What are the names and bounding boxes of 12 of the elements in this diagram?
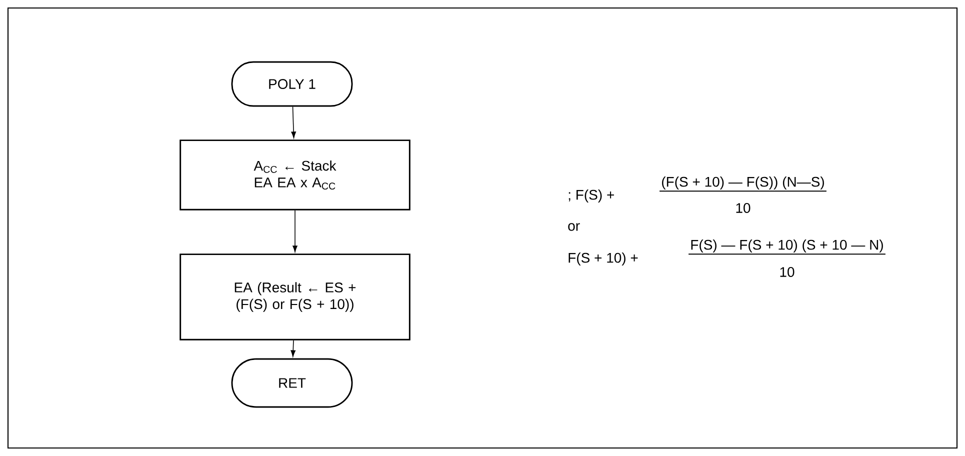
denominator-text: 10: [780, 267, 794, 277]
denominator-text: 10: [736, 203, 750, 213]
arrow: [292, 210, 298, 252]
numerator-text: F(S) — F(S + 10) (S + 10 — N): [691, 239, 883, 253]
formula-text: F(S + 10) +: [568, 252, 638, 266]
numerator-text: (F(S + 10) — F(S)) (N—S): [662, 176, 824, 190]
formula-text: ; F(S) +: [568, 189, 614, 203]
process-box: A$_{CC}$ ← Stack EA EA x A$_{CC}$: [180, 140, 410, 210]
arrow: [290, 340, 296, 357]
process-box: EA (Result ← ES + (F(S) or F(S + 10)): [180, 254, 410, 340]
arrow: [291, 106, 296, 138]
formula-text: or: [568, 223, 580, 231]
